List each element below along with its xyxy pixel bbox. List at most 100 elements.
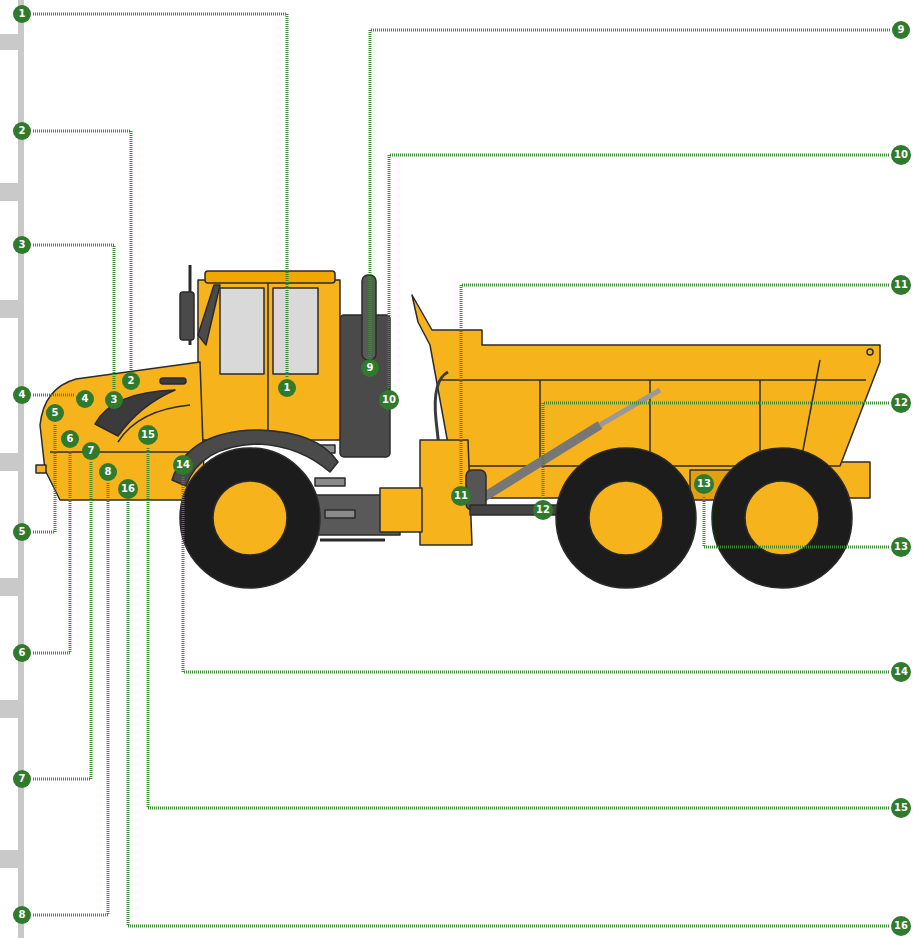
callout-number: 11	[894, 280, 908, 290]
exhaust-stack	[362, 275, 376, 360]
callout-circle: 15	[891, 798, 911, 818]
callout-circle: 2	[122, 372, 140, 390]
callout-number: 1	[284, 383, 291, 393]
index-tab	[0, 300, 20, 318]
wheel-hub	[213, 481, 287, 555]
leader-line	[370, 30, 890, 357]
callout-circle: 9	[892, 21, 910, 39]
callout-circle: 3	[13, 236, 31, 254]
callout-number: 10	[382, 395, 396, 405]
leader-line	[33, 394, 74, 397]
callout-circle: 13	[891, 537, 911, 557]
callout-circle: 2	[13, 122, 31, 140]
callout-number: 7	[88, 446, 95, 456]
callout-circle: 6	[61, 430, 79, 448]
hood-line	[50, 451, 200, 453]
door-line	[267, 283, 269, 440]
side-index-bar	[0, 0, 24, 938]
index-tab	[0, 578, 20, 596]
callout-number: 15	[141, 430, 155, 440]
callout-number: 16	[121, 484, 135, 494]
callout-number: 4	[82, 394, 89, 404]
mirror	[180, 292, 194, 340]
callout-circle: 8	[99, 463, 117, 481]
index-tab	[0, 183, 20, 201]
callout-number: 6	[67, 434, 74, 444]
step-bar	[320, 539, 385, 542]
callout-circle: 1	[278, 379, 296, 397]
articulation-frame	[420, 440, 472, 545]
front-light	[36, 465, 46, 473]
callout-number: 14	[894, 667, 908, 677]
callout-circle: 9	[361, 359, 379, 377]
leader-line	[33, 450, 70, 653]
leader-line	[33, 424, 55, 532]
callout-circle: 11	[891, 275, 911, 295]
step	[325, 510, 355, 518]
callout-number: 4	[19, 390, 26, 400]
callout-circle: 3	[105, 391, 123, 409]
step	[315, 478, 345, 486]
callout-number: 2	[128, 376, 135, 386]
callout-circle: 4	[13, 386, 31, 404]
callout-circle: 5	[46, 404, 64, 422]
callout-number: 6	[19, 648, 26, 658]
callout-number: 13	[894, 542, 908, 552]
callout-circle: 1	[13, 5, 31, 23]
dump-truck	[36, 265, 880, 588]
hood-crease	[118, 405, 190, 442]
callout-circle: 14	[173, 455, 193, 475]
callout-number: 1	[19, 9, 26, 19]
cab	[198, 280, 340, 440]
callout-number: 8	[19, 910, 26, 920]
callout-number: 8	[105, 467, 112, 477]
callout-circle: 4	[76, 390, 94, 408]
callout-circle: 7	[13, 770, 31, 788]
callout-number: 13	[697, 479, 711, 489]
callout-number: 14	[176, 460, 190, 470]
callout-circle: 16	[118, 479, 138, 499]
body-rail	[440, 379, 866, 381]
index-tab	[0, 453, 20, 471]
wheel-hub	[745, 481, 819, 555]
cab-pillar	[198, 285, 220, 345]
hood-vent	[95, 390, 175, 436]
rear-wheel	[556, 448, 696, 588]
body-rib	[539, 380, 541, 466]
wheel-hub	[589, 481, 663, 555]
leader-line	[33, 131, 131, 370]
callout-number: 15	[894, 803, 908, 813]
callout-number: 9	[367, 363, 374, 373]
index-tab	[0, 850, 20, 868]
callout-number: 5	[19, 527, 26, 537]
cab-window	[273, 288, 318, 374]
callout-number: 7	[19, 774, 26, 784]
callout-number: 16	[894, 921, 908, 931]
callout-circle: 12	[891, 393, 911, 413]
leader-line	[389, 155, 889, 388]
callout-number: 9	[898, 25, 905, 35]
callout-circle: 15	[138, 425, 158, 445]
index-tab	[0, 700, 20, 718]
leader-line	[33, 462, 91, 779]
callout-circle: 12	[533, 500, 553, 520]
callout-number: 12	[894, 398, 908, 408]
callout-circle: 13	[694, 474, 714, 494]
callout-number: 5	[52, 408, 59, 418]
callout-circle: 5	[13, 523, 31, 541]
callout-number: 10	[894, 150, 908, 160]
leader-line	[33, 245, 114, 389]
index-tab	[0, 34, 20, 50]
leader-line	[704, 496, 889, 547]
callout-circle: 11	[451, 486, 471, 506]
callout-circle: 6	[13, 644, 31, 662]
tailgate-edge	[800, 360, 820, 466]
leader-line	[33, 14, 287, 377]
callout-circle: 16	[891, 916, 911, 936]
callout-circle: 10	[891, 145, 911, 165]
cab-roof	[205, 271, 335, 283]
tailgate-pin	[867, 349, 873, 355]
